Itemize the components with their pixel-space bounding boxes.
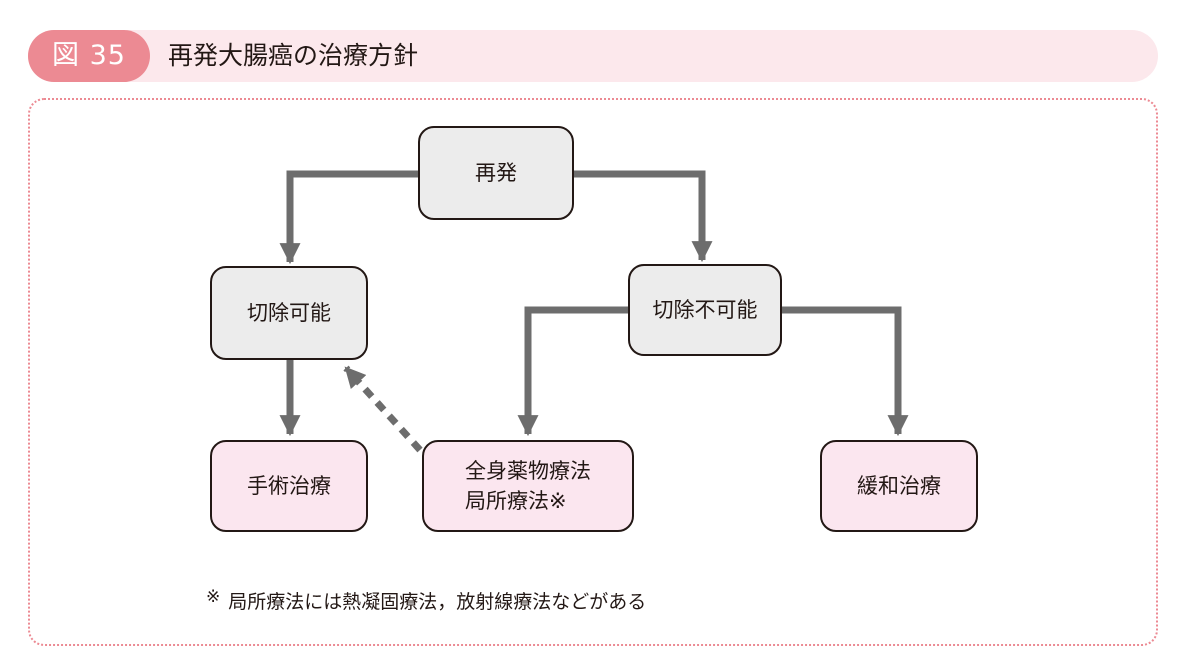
arrow-unresectable-to-palliative (782, 306, 909, 437)
node-local-therapy-label: 局所療法※ (465, 489, 567, 513)
node-unresectable: 切除不可能 (628, 264, 782, 356)
node-resectable-label: 切除可能 (247, 301, 331, 325)
footnote: ※ 局所療法には熱凝固療法，放射線療法などがある (206, 582, 646, 617)
node-surgery: 手術治療 (210, 440, 368, 532)
arrow-recurrence-to-resectable (279, 170, 418, 265)
node-recurrence: 再発 (418, 126, 574, 220)
arrow-unresectable-to-systemic (517, 306, 628, 437)
node-systemic-local-therapy: 全身薬物療法 局所療法※ (422, 440, 634, 532)
figure-number-badge: 図 35 (28, 30, 150, 82)
figure-header: 図 35 再発大腸癌の治療方針 (28, 30, 1158, 82)
footnote-text: 局所療法には熱凝固療法，放射線療法などがある (228, 591, 647, 613)
dashed-arrow-systemic-to-resectable (343, 365, 423, 453)
node-palliative: 緩和治療 (820, 440, 978, 532)
arrow-recurrence-to-unresectable (574, 170, 713, 263)
node-resectable: 切除可能 (210, 266, 368, 360)
figure-title: 再発大腸癌の治療方針 (168, 41, 419, 70)
footnote-mark: ※ (206, 587, 221, 607)
diagram-frame (28, 98, 1158, 646)
node-palliative-label: 緩和治療 (857, 474, 941, 498)
node-recurrence-label: 再発 (475, 161, 517, 185)
node-systemic-label: 全身薬物療法 (465, 459, 591, 483)
node-unresectable-label: 切除不可能 (652, 298, 758, 322)
node-surgery-label: 手術治療 (247, 474, 331, 498)
